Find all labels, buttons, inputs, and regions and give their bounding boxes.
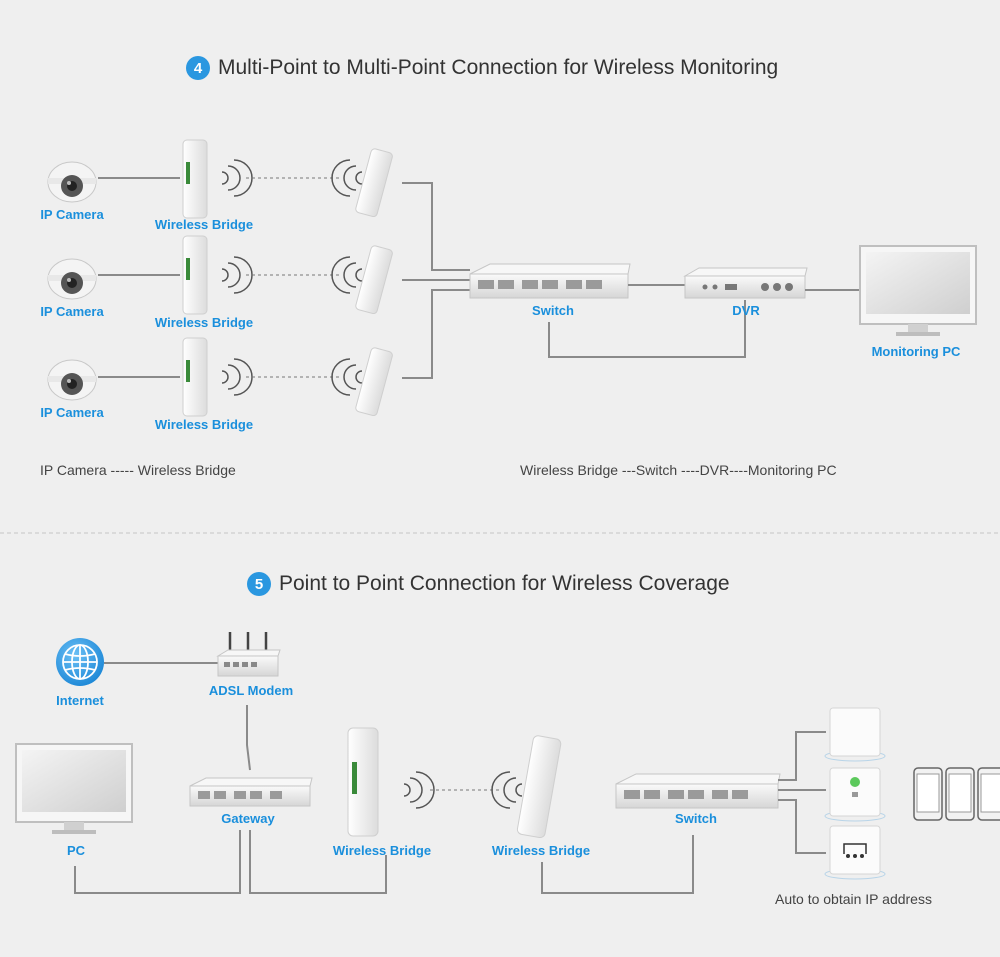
- switch-icon: [469, 263, 631, 299]
- wireless-bridge-label-2: Wireless Bridge: [154, 315, 254, 330]
- monitoring-pc-icon: [859, 245, 977, 336]
- wireless-bridge-icon: [516, 735, 562, 839]
- switch-icon: [615, 773, 781, 809]
- camera-row-3: [47, 337, 393, 417]
- section-5-number-badge: 5: [247, 572, 271, 596]
- access-point-cables: [778, 731, 826, 854]
- adsl-modem-label: ADSL Modem: [208, 683, 294, 698]
- gateway-label: Gateway: [221, 811, 275, 826]
- caption-right: Wireless Bridge ---Switch ----DVR----Mon…: [520, 462, 837, 478]
- wireless-bridge-icon: [355, 148, 393, 218]
- wifi-signal-icon: [403, 771, 435, 809]
- wireless-bridge-icon: [347, 727, 379, 837]
- monitoring-pc-label: Monitoring PC: [871, 344, 961, 359]
- switch-label-5: Switch: [675, 811, 717, 826]
- caption-auto-ip: Auto to obtain IP address: [775, 891, 932, 907]
- internet-label: Internet: [56, 693, 104, 708]
- ip-camera-label-3: IP Camera: [40, 405, 104, 420]
- gateway-icon: [189, 777, 313, 807]
- cable: [548, 300, 746, 358]
- lan-cables: [74, 830, 694, 894]
- switch-label: Switch: [532, 303, 574, 318]
- cable: [246, 705, 251, 771]
- section-5-title: 5 Point to Point Connection for Wireless…: [247, 572, 730, 596]
- ip-camera-icon: [47, 161, 97, 203]
- section-5-diagram: [15, 632, 1000, 894]
- section-4-diagram: [47, 139, 977, 417]
- wireless-bridge-icon: [182, 235, 208, 315]
- section-4-number-badge: 4: [186, 56, 210, 80]
- ip-camera-icon: [47, 359, 97, 401]
- wifi-signal-icon: [331, 159, 363, 197]
- dvr-icon: [683, 267, 808, 299]
- pc-icon: [15, 743, 133, 834]
- wifi-signal-icon: [491, 771, 523, 809]
- wireless-bridge-label-1: Wireless Bridge: [154, 217, 254, 232]
- wireless-bridge-right-label: Wireless Bridge: [491, 843, 591, 858]
- access-point-icon: [824, 707, 886, 762]
- adsl-modem-icon: [216, 632, 281, 677]
- wireless-bridge-left-label: Wireless Bridge: [332, 843, 432, 858]
- ip-camera-label-1: IP Camera: [40, 207, 104, 222]
- section-4-title-text: Multi-Point to Multi-Point Connection fo…: [218, 56, 779, 79]
- dvr-label: DVR: [732, 303, 760, 318]
- caption-left: IP Camera ----- Wireless Bridge: [40, 462, 236, 478]
- section-5-title-text: Point to Point Connection for Wireless C…: [279, 572, 730, 595]
- wireless-bridge-icon: [355, 245, 393, 315]
- uplink-cables: [402, 182, 470, 379]
- wireless-bridge-icon: [182, 337, 208, 417]
- wireless-bridge-label-3: Wireless Bridge: [154, 417, 254, 432]
- smartphone-icon: [977, 767, 1000, 821]
- ip-camera-icon: [47, 258, 97, 300]
- wireless-bridge-icon: [182, 139, 208, 219]
- smartphone-icon: [945, 767, 975, 821]
- access-point-icon: [824, 767, 886, 822]
- wifi-signal-icon: [331, 256, 363, 294]
- ip-camera-label-2: IP Camera: [40, 304, 104, 319]
- pc-label: PC: [66, 843, 86, 858]
- smartphone-icon: [913, 767, 943, 821]
- camera-row-1: [47, 139, 393, 219]
- wireless-bridge-icon: [355, 347, 393, 417]
- section-4-title: 4 Multi-Point to Multi-Point Connection …: [186, 56, 778, 80]
- internet-globe-icon: [56, 638, 104, 686]
- wifi-signal-icon: [331, 358, 363, 396]
- access-point-icon: [824, 825, 886, 880]
- camera-row-2: [47, 235, 393, 315]
